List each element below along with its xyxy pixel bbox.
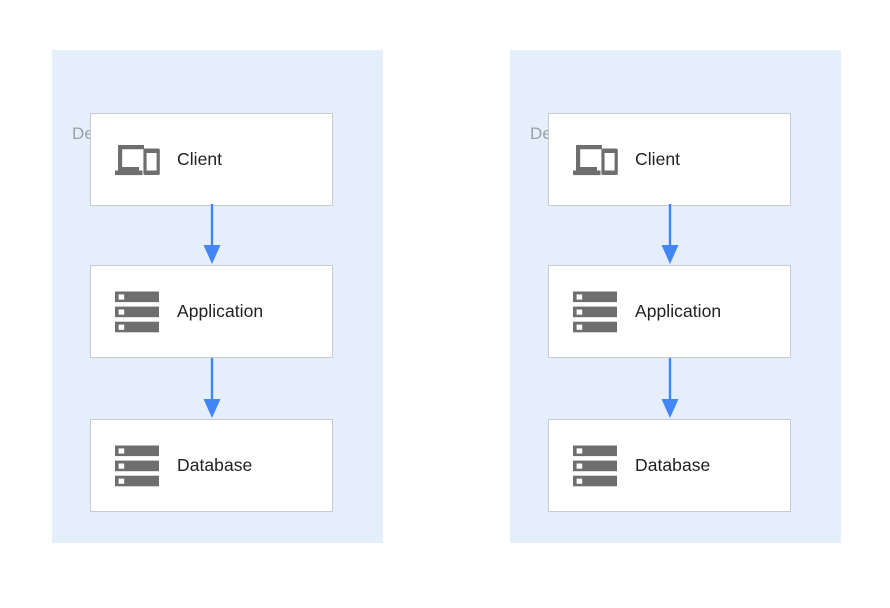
deployment-location-2-panel: Deployment location 2 Client	[510, 50, 841, 543]
server-stack-icon	[569, 445, 623, 487]
node-label-database: Database	[635, 455, 711, 475]
arrow-client-to-application-location-2	[652, 204, 688, 266]
arrow-application-to-database-location-1	[194, 358, 230, 420]
node-application-location-2[interactable]: Application	[548, 265, 791, 358]
node-client-location-2[interactable]: Client	[548, 113, 791, 206]
node-label-application: Application	[177, 301, 264, 321]
node-label-application: Application	[635, 301, 722, 321]
server-stack-icon	[111, 445, 165, 487]
node-application-location-1[interactable]: Application	[90, 265, 333, 358]
server-stack-icon	[569, 291, 623, 333]
node-database-location-2[interactable]: Database	[548, 419, 791, 512]
arrow-client-to-application-location-1	[194, 204, 230, 266]
node-label-client: Client	[177, 149, 223, 169]
node-client-location-1[interactable]: Client	[90, 113, 333, 206]
devices-icon	[111, 142, 165, 178]
node-label-database: Database	[177, 455, 253, 475]
node-label-client: Client	[635, 149, 681, 169]
node-database-location-1[interactable]: Database	[90, 419, 333, 512]
server-stack-icon	[111, 291, 165, 333]
deployment-location-1-panel: Deployment location 1 Client	[52, 50, 383, 543]
arrow-application-to-database-location-2	[652, 358, 688, 420]
devices-icon	[569, 142, 623, 178]
